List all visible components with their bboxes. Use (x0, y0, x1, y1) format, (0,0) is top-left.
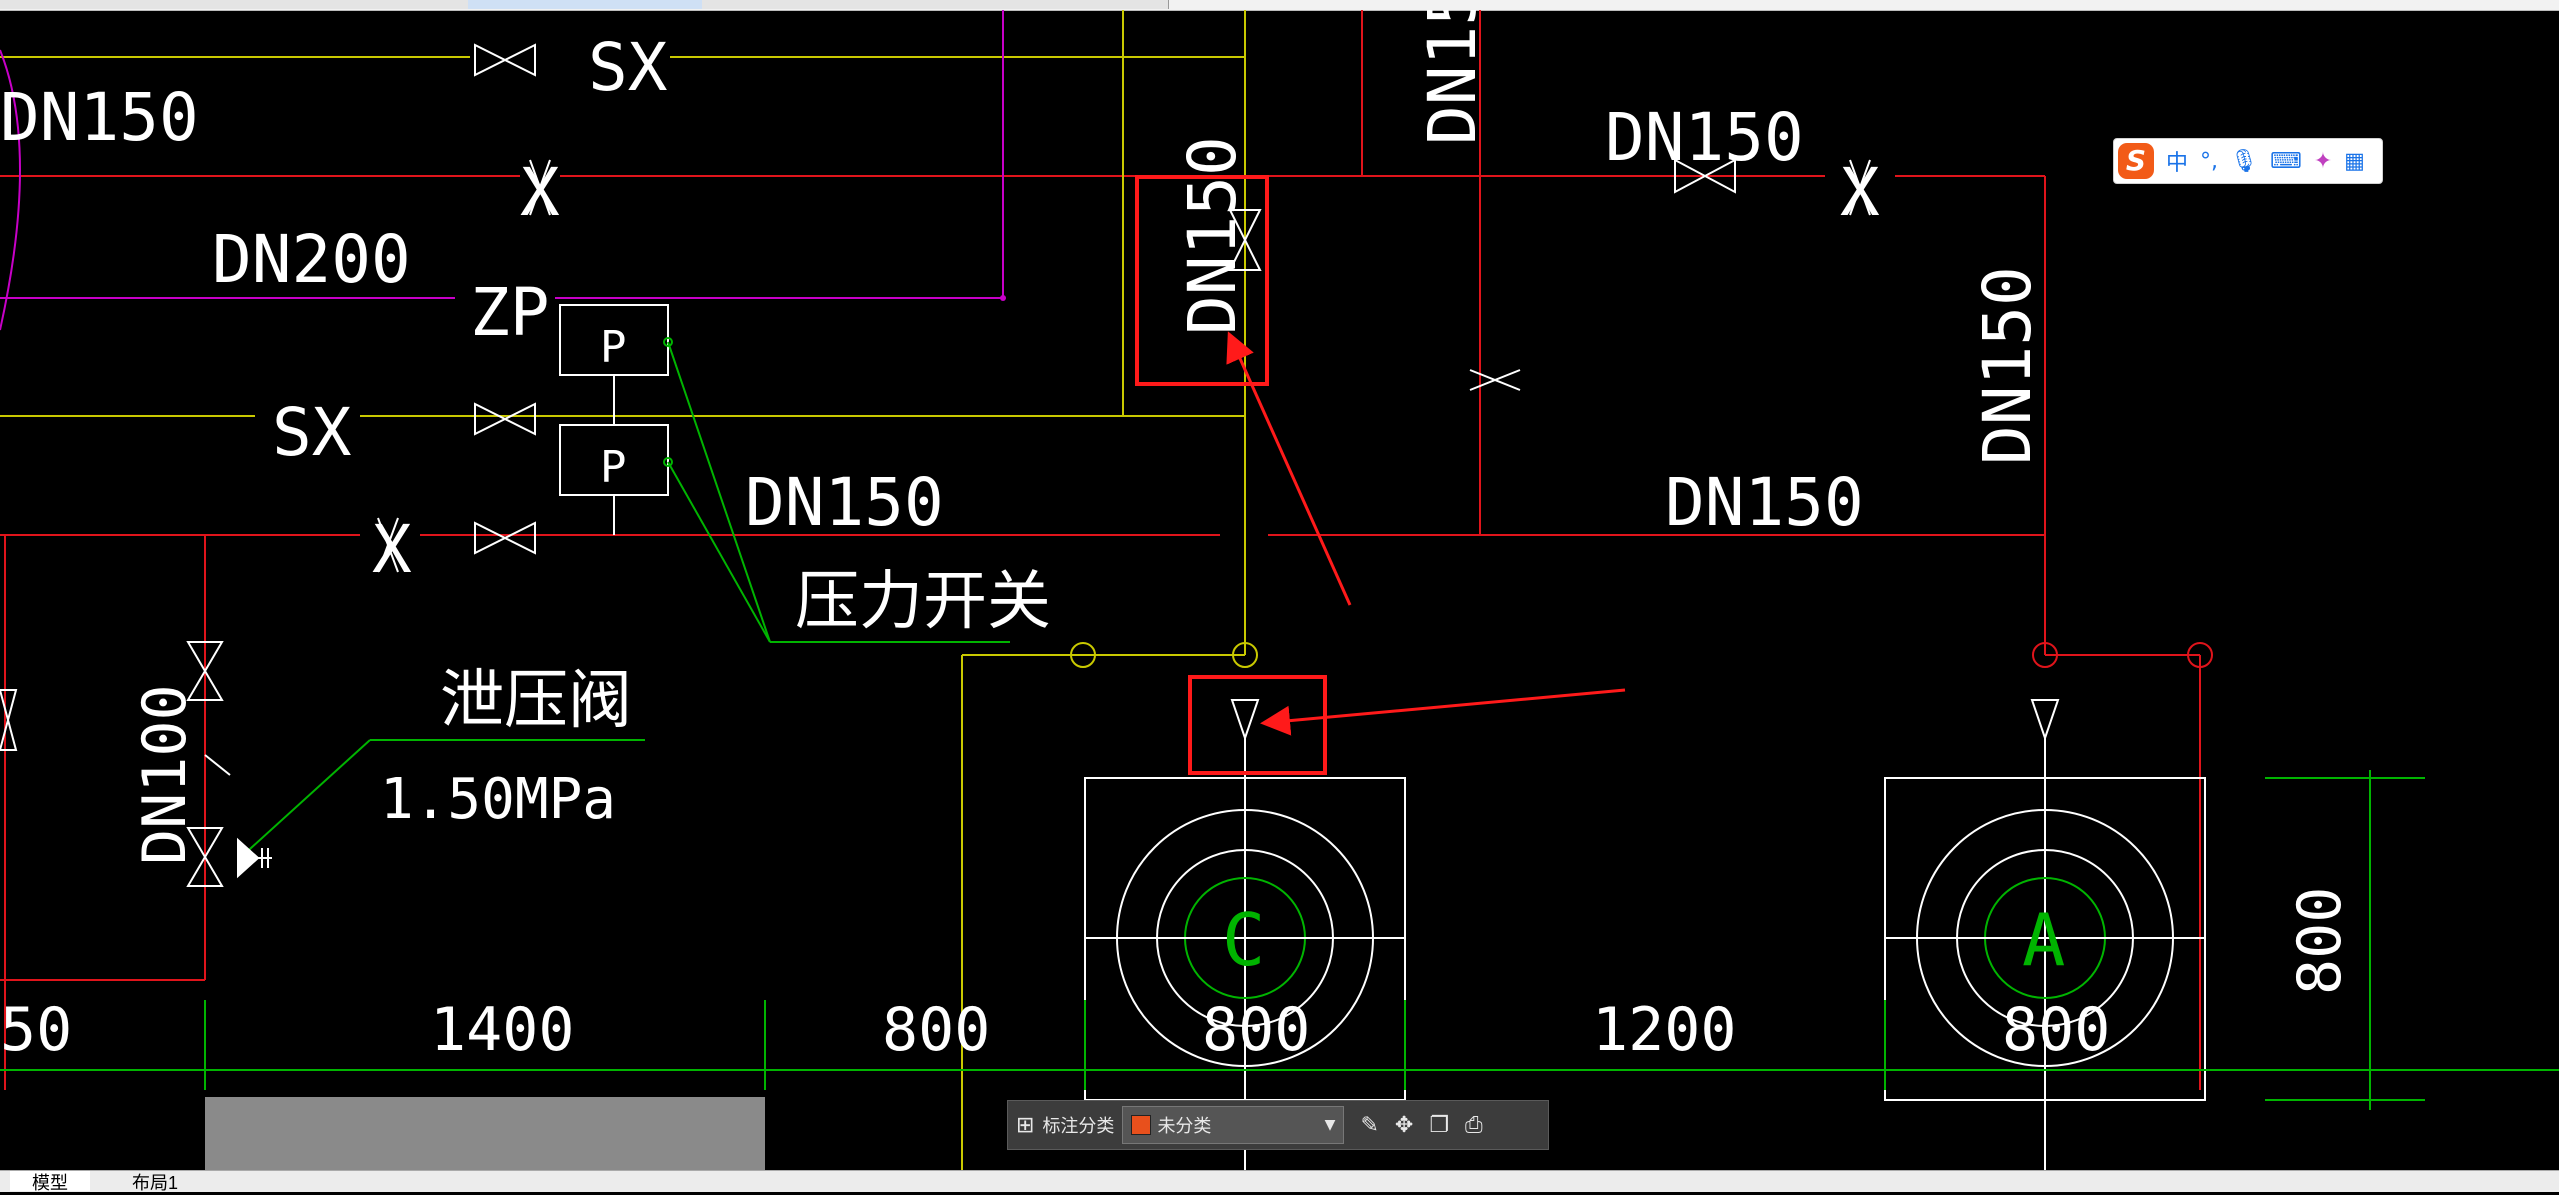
dimension-label: 800 (882, 995, 990, 1065)
document-tab-active[interactable] (468, 0, 703, 9)
leader-node (663, 337, 673, 347)
diameter-label: DN150 (0, 79, 199, 156)
document-tab[interactable] (236, 0, 469, 9)
x-pipe-mid (0, 534, 2201, 1090)
pipe-label-sx-top: SX (588, 29, 668, 106)
pressure-gauge-label: P (600, 322, 627, 373)
pump-a (1884, 777, 2206, 1101)
leader-node (663, 457, 673, 467)
document-tab[interactable] (932, 0, 1169, 9)
keyboard-icon[interactable]: ⌨ (2269, 148, 2302, 174)
dimension-label: 800 (1202, 995, 1310, 1065)
ime-toolbar[interactable]: S 中 °, 🎙 ⌨ ✦ ▦ (2113, 138, 2383, 184)
ime-mode-chinese[interactable]: 中 (2166, 151, 2189, 176)
dimension-label-vertical: 800 (2285, 887, 2355, 995)
callout-boxes (1135, 175, 1327, 775)
diameter-label-vertical: DN150 (1969, 266, 2046, 465)
relief-valve-icon (204, 754, 272, 879)
pressure-switch-label: 压力开关 (795, 565, 1051, 639)
diameter-label: DN150 (1605, 99, 1804, 176)
diameter-label: DN200 (212, 221, 411, 298)
zp-pipe (0, 10, 1004, 331)
pipe-label-sx-mid: SX (272, 394, 352, 471)
pipe-label-x: X (1840, 154, 1880, 231)
pressure-gauge-group (559, 304, 669, 535)
pump-label: A (2022, 898, 2065, 982)
dimension-label: 1200 (1592, 995, 1737, 1065)
diameter-label: DN150 (745, 464, 944, 541)
grid-menu-icon[interactable]: ⊞ (1016, 1112, 1035, 1138)
tab-model[interactable]: 模型 (10, 1171, 90, 1193)
pipe-node (2032, 642, 2058, 668)
pipe-node (2187, 642, 2213, 668)
dimension-lines (0, 770, 2559, 1110)
document-tab[interactable] (0, 0, 237, 9)
sogou-logo-icon[interactable]: S (2118, 143, 2154, 179)
pressure-gauge-label: P (600, 442, 627, 493)
cad-drawing-canvas[interactable]: .cad{font-family:"DejaVu Sans Mono",mono… (0, 10, 2559, 1170)
copy-icon[interactable]: ❐ (1429, 1112, 1450, 1138)
annotation-category-value: 未分类 (1157, 1116, 1212, 1137)
x-marks (377, 159, 1871, 573)
grid-icon[interactable]: ▦ (2344, 148, 2365, 174)
annotation-toolbar: ⊞ 标注分类 未分类 ▼ ✎ ✥ ❐ ⎙ (1007, 1100, 1549, 1150)
diameter-label: DN150 (1665, 464, 1864, 541)
ime-punctuation[interactable]: °, (2200, 148, 2219, 174)
callout-arrow (1226, 331, 1352, 606)
relief-pressure-label: 1.50MPa (380, 767, 616, 832)
pipe-label-zp: ZP (470, 274, 549, 351)
shirt-icon[interactable]: ✦ (2313, 148, 2333, 174)
x-pipe-top (0, 10, 2046, 535)
pipe-label-x: X (372, 511, 412, 588)
dimension-label: 50 (0, 995, 72, 1065)
diameter-label-vertical: DN150 (1414, 10, 1491, 145)
chevron-down-icon: ▼ (1324, 1117, 1336, 1133)
pipe-node (1232, 642, 1258, 668)
edit-icon[interactable]: ✎ (1360, 1112, 1379, 1138)
document-tab[interactable] (702, 0, 933, 9)
sx-pipe-mid (0, 10, 1246, 1170)
dimension-label: 800 (2002, 995, 2110, 1065)
diameter-label-vertical: DN100 (130, 684, 200, 865)
tab-layout1[interactable]: 布局1 (132, 1173, 179, 1193)
layout-tab-bar: 模型 布局1 (0, 1170, 2559, 1193)
mic-icon[interactable]: 🎙 (2230, 148, 2258, 174)
category-color-swatch (1131, 1115, 1152, 1135)
annotation-category-label: 标注分类 (1042, 1116, 1115, 1137)
leader-lines (239, 341, 1010, 859)
pipe-node (1070, 642, 1096, 668)
move-icon[interactable]: ✥ (1394, 1112, 1414, 1138)
gate-valve-icon (0, 43, 1736, 887)
diameter-label-highlighted: DN150 (1174, 136, 1251, 335)
paste-icon[interactable]: ⎙ (1465, 1112, 1483, 1138)
pump-label: C (1222, 898, 1265, 982)
hatch-area (205, 1097, 765, 1170)
dimension-label: 1400 (430, 995, 575, 1065)
relief-valve-label: 泄压阀 (440, 664, 632, 738)
annotation-category-select[interactable]: 未分类 ▼ (1122, 1106, 1345, 1144)
callout-arrow (1260, 688, 1626, 736)
zp-node (1000, 295, 1006, 301)
pipe-label-x: X (520, 154, 560, 231)
document-tab-strip (0, 0, 2559, 11)
